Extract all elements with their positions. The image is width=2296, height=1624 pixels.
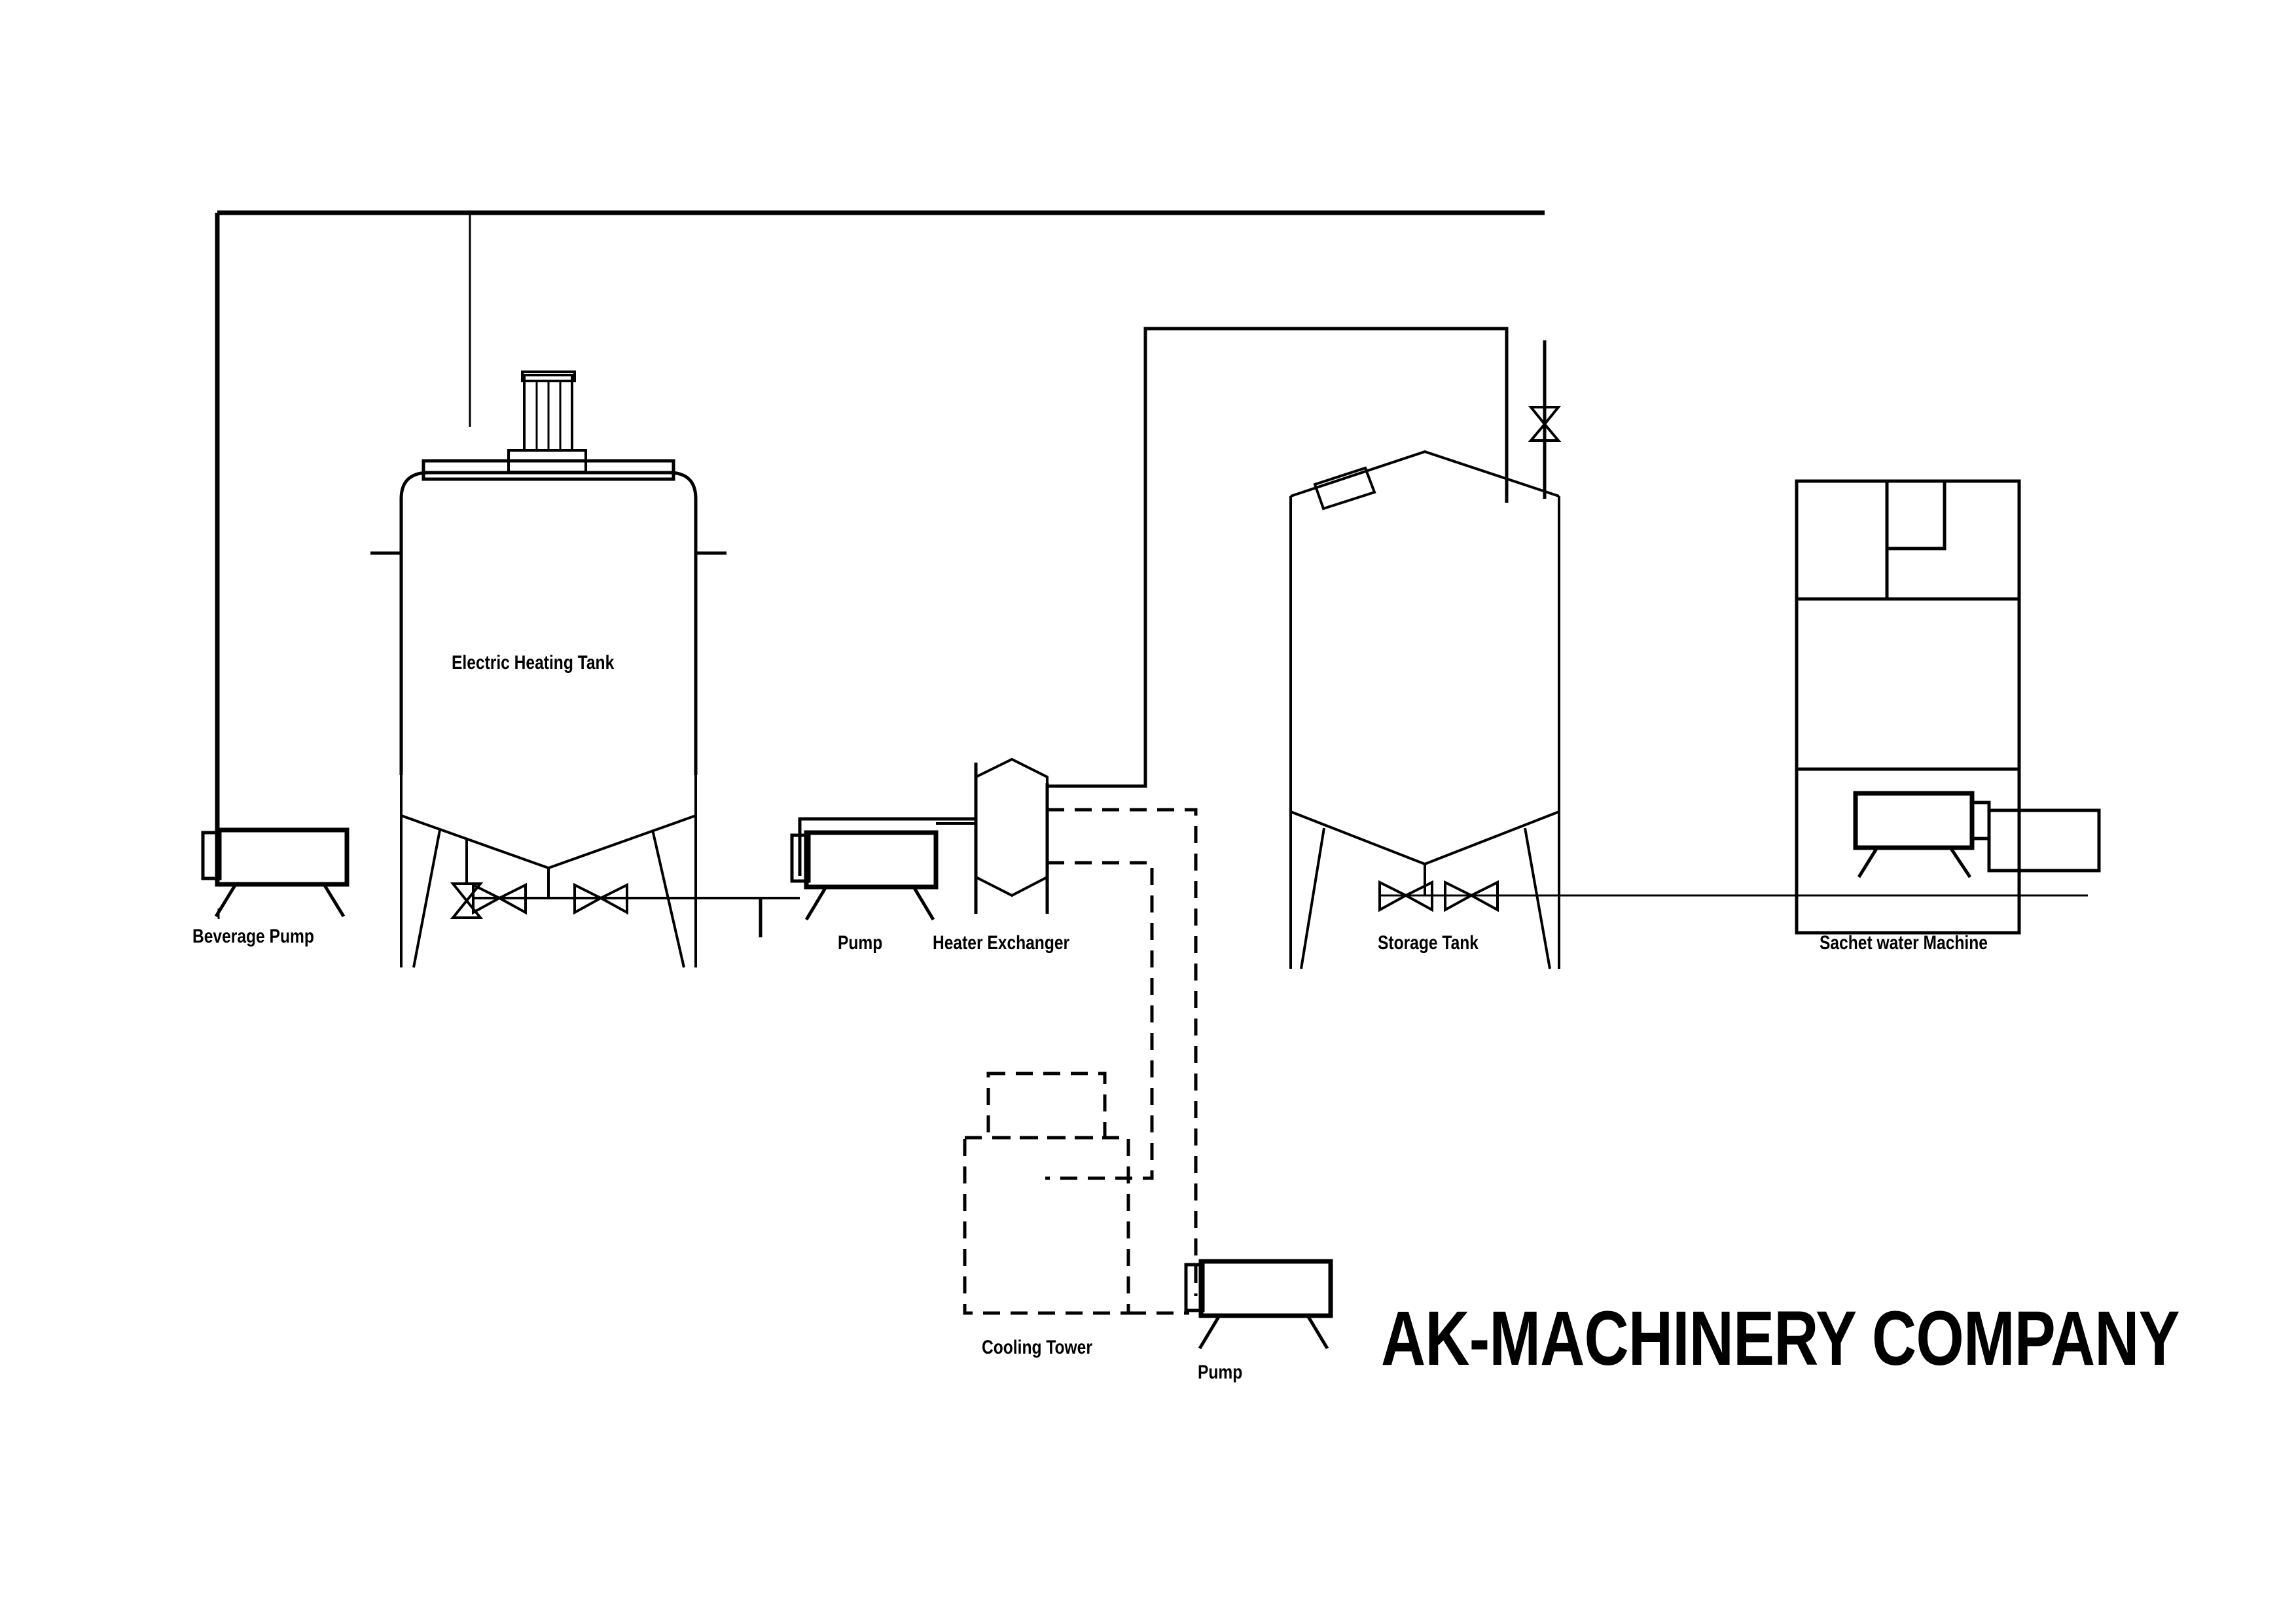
storage-outlet-pipe <box>1378 880 2088 912</box>
cooling-water-circuit <box>1045 808 1198 1315</box>
storage-manhole <box>1313 466 1376 511</box>
tank-shell <box>399 471 698 775</box>
storage-leg-left-inner <box>1300 827 1325 969</box>
beverage-pump-label: Beverage Pump <box>192 925 314 947</box>
beverage-pump[interactable] <box>201 827 350 918</box>
exchanger-to-storage-pipe <box>1047 327 1509 788</box>
cooling-tower-label: Cooling Tower <box>982 1336 1092 1358</box>
heating-tank-outlet-pipe <box>472 882 800 937</box>
storage-tank-label: Storage Tank <box>1378 931 1479 954</box>
feed-pump-label: Pump <box>838 931 882 954</box>
feed-pump-discharge-pipe <box>798 817 977 876</box>
machine-middle-frame <box>1795 597 2021 771</box>
storage-cone-bottom <box>1290 810 1560 866</box>
storage-leg-right-inner <box>1524 827 1551 969</box>
exchanger-body <box>975 757 1049 897</box>
cooling-tower-body <box>963 1136 1130 1315</box>
cooling-pump-label: Pump <box>1198 1361 1242 1383</box>
outlet-valve-2-icon[interactable] <box>573 882 628 915</box>
tank-drain-valve-icon[interactable] <box>450 882 484 919</box>
tank-leg-left-inner <box>412 829 441 968</box>
storage-roof <box>1290 450 1560 497</box>
cooling-tower[interactable] <box>963 1072 1130 1315</box>
heater-exchanger-label: Heater Exchanger <box>933 931 1069 954</box>
top-return-header-pipe <box>215 210 1545 830</box>
machine-upper-frame <box>1795 479 2021 601</box>
storage-outlet-valve-2-icon[interactable] <box>1444 880 1499 912</box>
cooling-tower-fan-hood <box>986 1072 1107 1140</box>
company-title: AK-MACHINERY COMPANY <box>1381 1295 2179 1382</box>
electric-heating-tank-label: Electric Heating Tank <box>452 651 615 674</box>
storage-outlet-valve-1-icon[interactable] <box>1378 880 1433 912</box>
storage-tank[interactable] <box>1289 340 1562 969</box>
outlet-valve-1-icon[interactable] <box>472 882 527 915</box>
sachet-water-machine[interactable] <box>1795 479 2101 935</box>
tank-lid-plate <box>422 459 675 481</box>
agitator-motor-icon <box>521 370 576 452</box>
cooling-pump[interactable] <box>1184 1259 1333 1350</box>
machine-output-box <box>1987 808 2101 873</box>
machine-pump-unit[interactable] <box>1853 791 1991 878</box>
storage-feed-valve-icon[interactable] <box>1528 406 1562 442</box>
sachet-water-machine-label: Sachet water Machine <box>1820 931 1988 954</box>
tank-cone-bottom <box>401 814 696 870</box>
machine-panel-inner <box>1885 479 1946 550</box>
feed-pump[interactable] <box>790 817 977 921</box>
heater-exchanger[interactable] <box>936 327 1509 914</box>
